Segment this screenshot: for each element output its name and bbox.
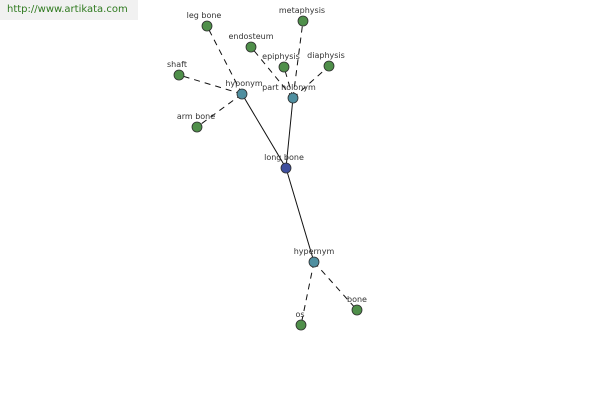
node-label-shaft[interactable]: shaft xyxy=(167,60,187,69)
edge-part-holonym-to-endosteum xyxy=(250,46,294,99)
node-label-metaphysis[interactable]: metaphysis xyxy=(279,6,325,15)
node-os[interactable] xyxy=(295,319,307,331)
edge-long-bone-to-hyponym xyxy=(241,93,287,169)
edge-long-bone-to-hypernym xyxy=(285,167,315,263)
node-label-os[interactable]: os xyxy=(295,310,304,319)
node-label-epiphysis[interactable]: epiphysis xyxy=(262,52,300,61)
edge-part-holonym-to-diaphysis xyxy=(292,65,330,99)
node-endosteum[interactable] xyxy=(245,41,257,53)
node-bone[interactable] xyxy=(351,304,363,316)
edge-hyponym-to-arm-bone xyxy=(196,93,243,128)
source-url[interactable]: http://www.artikata.com xyxy=(0,0,138,20)
node-label-part-holonym[interactable]: part holonym xyxy=(262,83,316,92)
edge-long-bone-to-part-holonym xyxy=(285,97,294,169)
node-label-long-bone[interactable]: long bone xyxy=(264,153,304,162)
graph-edges xyxy=(178,20,358,326)
node-metaphysis[interactable] xyxy=(297,15,309,27)
node-label-arm-bone[interactable]: arm bone xyxy=(177,112,215,121)
node-diaphysis[interactable] xyxy=(323,60,335,72)
node-hypernym[interactable] xyxy=(308,256,320,268)
node-label-bone[interactable]: bone xyxy=(347,295,367,304)
node-leg-bone[interactable] xyxy=(201,20,213,32)
node-label-leg-bone[interactable]: leg bone xyxy=(187,11,222,20)
edge-part-holonym-to-metaphysis xyxy=(292,20,304,99)
node-hyponym[interactable] xyxy=(236,88,248,100)
node-arm-bone[interactable] xyxy=(191,121,203,133)
node-epiphysis[interactable] xyxy=(278,61,290,73)
node-label-hyponym[interactable]: hyponym xyxy=(225,79,263,88)
node-label-endosteum[interactable]: endosteum xyxy=(228,32,273,41)
node-part-holonym[interactable] xyxy=(287,92,299,104)
graph-nodes xyxy=(173,15,363,331)
node-label-diaphysis[interactable]: diaphysis xyxy=(307,51,345,60)
edge-hyponym-to-leg-bone xyxy=(206,25,243,95)
node-long-bone[interactable] xyxy=(280,162,292,174)
node-label-hypernym[interactable]: hypernym xyxy=(294,247,335,256)
node-shaft[interactable] xyxy=(173,69,185,81)
